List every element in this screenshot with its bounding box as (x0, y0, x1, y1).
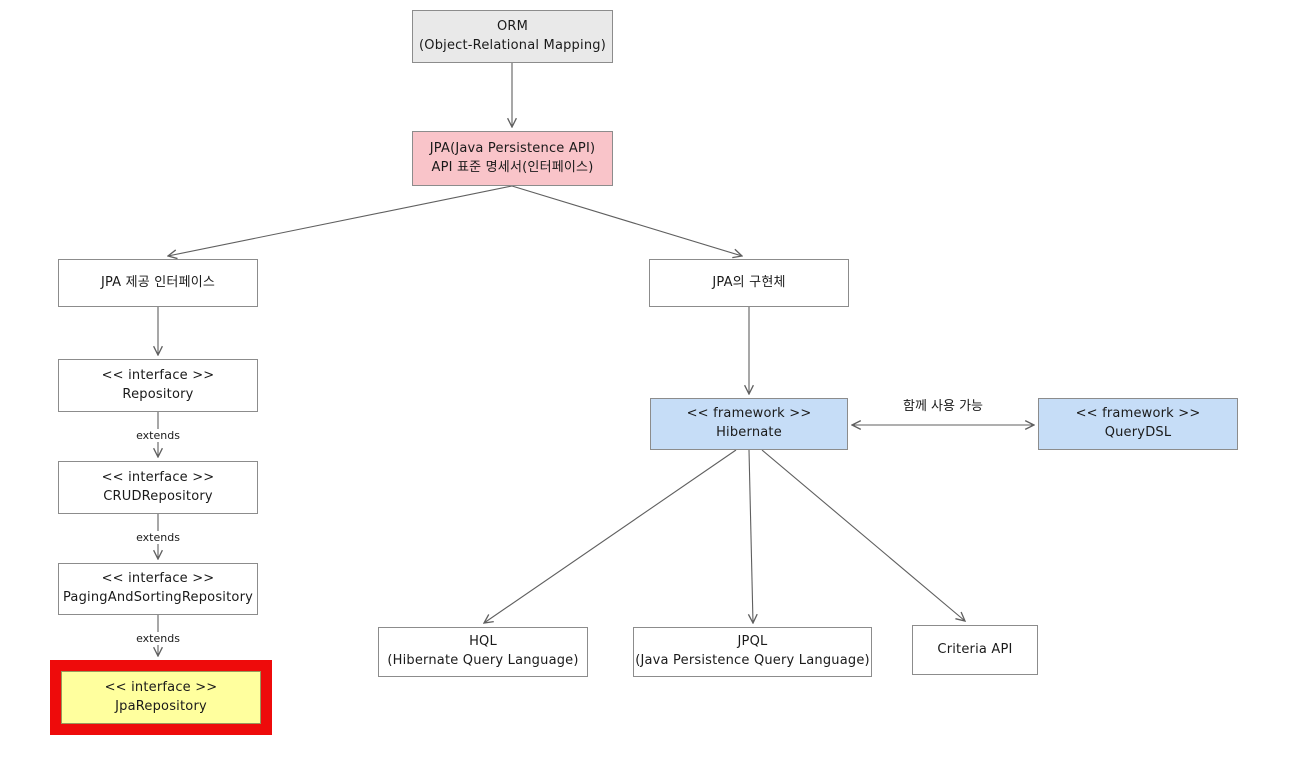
node-hibernate: << framework >> Hibernate (650, 398, 848, 450)
label-together: 함께 사용 가능 (902, 399, 984, 414)
node-jpa-spec: JPA(Java Persistence API) API 표준 명세서(인터페… (412, 131, 613, 186)
edge-hibernate-to-jpql (749, 449, 753, 623)
node-repository: << interface >> Repository (58, 359, 258, 412)
node-paging-repository-line2: PagingAndSortingRepository (62, 590, 254, 605)
node-jpa-repository-line1: << interface >> (104, 679, 218, 695)
node-jpa-interfaces-line1: JPA 제공 인터페이스 (100, 274, 216, 290)
label-extends-3: extends (133, 632, 183, 645)
node-orm: ORM (Object-Relational Mapping) (412, 10, 613, 63)
node-orm-line2: (Object-Relational Mapping) (418, 37, 606, 53)
node-repository-line2: Repository (122, 386, 194, 402)
edge-jpa-to-implementation (511, 185, 742, 256)
label-extends-1: extends (133, 429, 183, 442)
node-criteria-api: Criteria API (912, 625, 1038, 675)
node-querydsl-line2: QueryDSL (1104, 425, 1172, 440)
node-paging-and-sorting-repository: << interface >> PagingAndSortingReposito… (58, 563, 258, 615)
node-jpql: JPQL (Java Persistence Query Language) (633, 627, 872, 677)
node-jpa-implementation: JPA의 구현체 (649, 259, 849, 307)
node-crud-repository: << interface >> CRUDRepository (58, 461, 258, 514)
node-hql-line2: (Hibernate Query Language) (387, 653, 579, 668)
node-crud-repository-line2: CRUDRepository (103, 488, 213, 504)
node-jpa-repository: << interface >> JpaRepository (61, 671, 261, 724)
node-jpa-spec-line2: API 표준 명세서(인터페이스) (431, 159, 594, 175)
node-hibernate-line1: << framework >> (686, 406, 812, 422)
edge-hibernate-to-hql (484, 449, 737, 623)
node-paging-repository-line1: << interface >> (101, 571, 215, 587)
node-repository-line1: << interface >> (101, 367, 215, 383)
node-hql: HQL (Hibernate Query Language) (378, 627, 588, 677)
node-jpql-line2: (Java Persistence Query Language) (635, 653, 870, 668)
edge-jpa-to-interfaces (168, 185, 513, 256)
node-jpa-interfaces: JPA 제공 인터페이스 (58, 259, 258, 307)
edge-hibernate-to-criteria (761, 449, 965, 621)
node-hql-line1: HQL (469, 634, 497, 650)
node-querydsl-line1: << framework >> (1075, 406, 1201, 422)
node-orm-line1: ORM (496, 18, 529, 34)
node-jpa-spec-line1: JPA(Java Persistence API) (429, 140, 596, 156)
node-jpa-implementation-line1: JPA의 구현체 (712, 274, 786, 290)
node-jpa-repository-line2: JpaRepository (115, 698, 207, 714)
node-querydsl: << framework >> QueryDSL (1038, 398, 1238, 450)
node-hibernate-line2: Hibernate (716, 425, 782, 440)
node-criteria-api-line1: Criteria API (937, 641, 1013, 657)
node-jpql-line1: JPQL (737, 634, 768, 650)
node-crud-repository-line1: << interface >> (101, 469, 215, 485)
label-extends-2: extends (133, 531, 183, 544)
